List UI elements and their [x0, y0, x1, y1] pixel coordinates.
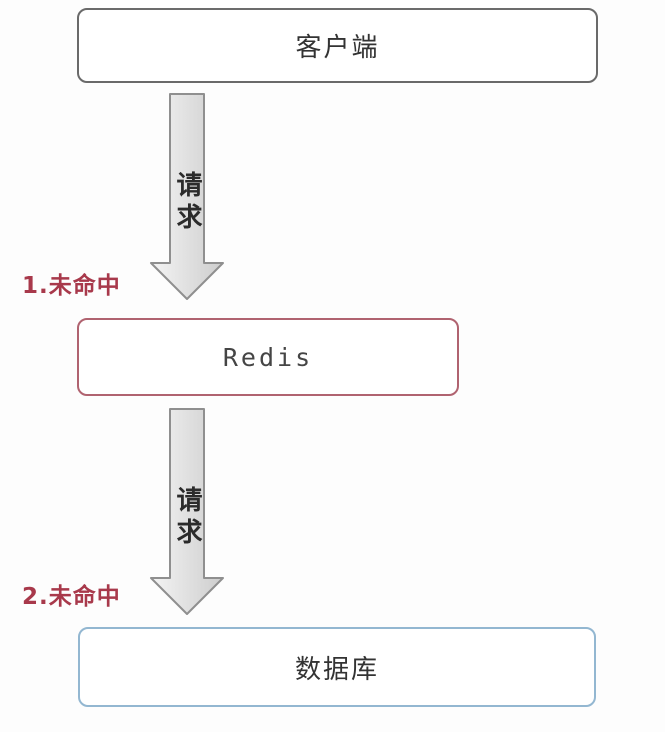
down-arrow-icon: [150, 408, 224, 615]
arrow-redis-to-database: 请求: [149, 408, 225, 616]
arrow-request-label: 请求: [172, 171, 202, 235]
annotation-miss-1: 1.未命中: [22, 273, 121, 299]
arrow-client-to-redis: 请求: [149, 93, 225, 301]
node-client: 客户端: [77, 8, 598, 83]
node-redis: Redis: [77, 318, 459, 396]
arrow-request-label: 请求: [172, 486, 202, 550]
node-client-label: 客户端: [295, 33, 380, 63]
node-database-label: 数据库: [294, 654, 379, 685]
annotation-miss-2: 2.未命中: [22, 584, 121, 610]
node-redis-label: Redis: [222, 342, 314, 372]
down-arrow-icon: [150, 93, 224, 300]
node-database: 数据库: [78, 627, 596, 707]
